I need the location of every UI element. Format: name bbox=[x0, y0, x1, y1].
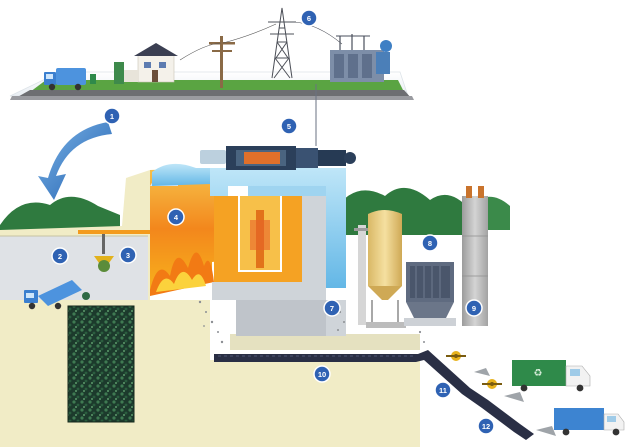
step-badge-11: 11 bbox=[434, 381, 452, 399]
ash-chamber bbox=[212, 196, 346, 336]
step-badge-number: 10 bbox=[318, 370, 326, 379]
step-badge-circle bbox=[477, 417, 495, 435]
step-badge-circle bbox=[103, 107, 121, 125]
ash-particles bbox=[198, 300, 425, 344]
step-badge-circle bbox=[51, 247, 69, 265]
step-badge-1: 1 bbox=[103, 107, 121, 125]
baghouse-icon bbox=[404, 262, 456, 326]
arrow-icon bbox=[38, 122, 112, 200]
step-badge-circle bbox=[323, 299, 341, 317]
step-badge-6: 6 bbox=[300, 9, 318, 27]
svg-text:♻: ♻ bbox=[534, 368, 543, 379]
step-badge-3: 3 bbox=[119, 246, 137, 264]
step-badge-2: 2 bbox=[51, 247, 69, 265]
step-badge-number: 9 bbox=[472, 304, 476, 313]
flue-gas-path bbox=[210, 168, 346, 288]
step-badge-12: 12 bbox=[477, 417, 495, 435]
transformer-icon bbox=[330, 34, 392, 82]
step-badge-circle bbox=[167, 208, 185, 226]
silo-icon bbox=[354, 210, 406, 328]
truck-icon bbox=[554, 408, 625, 436]
step-badge-number: 3 bbox=[126, 251, 130, 260]
transmission-tower-icon bbox=[268, 7, 343, 79]
step-badge-number: 5 bbox=[287, 122, 291, 131]
step-badge-number: 2 bbox=[58, 252, 62, 261]
recycling-truck-icon: ♻ bbox=[512, 360, 591, 392]
step-badge-number: 8 bbox=[428, 239, 432, 248]
step-badge-7: 7 bbox=[323, 299, 341, 317]
conveyor-icon bbox=[214, 350, 556, 440]
step-badge-circle bbox=[280, 117, 298, 135]
step-badge-number: 4 bbox=[174, 213, 179, 222]
step-badge-circle bbox=[465, 299, 483, 317]
step-badge-number: 11 bbox=[439, 386, 447, 395]
trash-pit bbox=[67, 305, 135, 423]
house-icon bbox=[114, 43, 178, 84]
step-badge-circle bbox=[421, 234, 439, 252]
step-badge-8: 8 bbox=[421, 234, 439, 252]
step-badge-4: 4 bbox=[167, 208, 185, 226]
step-badge-circle bbox=[434, 381, 452, 399]
furnace-boiler bbox=[150, 163, 302, 290]
step-badge-number: 6 bbox=[307, 14, 311, 23]
dump-truck-icon bbox=[24, 280, 90, 310]
flames bbox=[150, 252, 214, 296]
plant-base bbox=[150, 300, 420, 447]
crane-grab-icon bbox=[78, 230, 154, 272]
turbine-generator-icon bbox=[200, 146, 356, 170]
step-badge-circle bbox=[300, 9, 318, 27]
power-pole-icon bbox=[179, 23, 277, 88]
step-badge-number: 7 bbox=[330, 304, 334, 313]
step-badge-number: 12 bbox=[482, 422, 490, 431]
step-badge-5: 5 bbox=[280, 117, 298, 135]
step-badge-circle bbox=[313, 365, 331, 383]
step-badge-number: 1 bbox=[110, 112, 114, 121]
step-badge-10: 10 bbox=[313, 365, 331, 383]
step-badge-9: 9 bbox=[465, 299, 483, 317]
step-badge-circle bbox=[119, 246, 137, 264]
garbage-truck-icon bbox=[44, 68, 96, 91]
